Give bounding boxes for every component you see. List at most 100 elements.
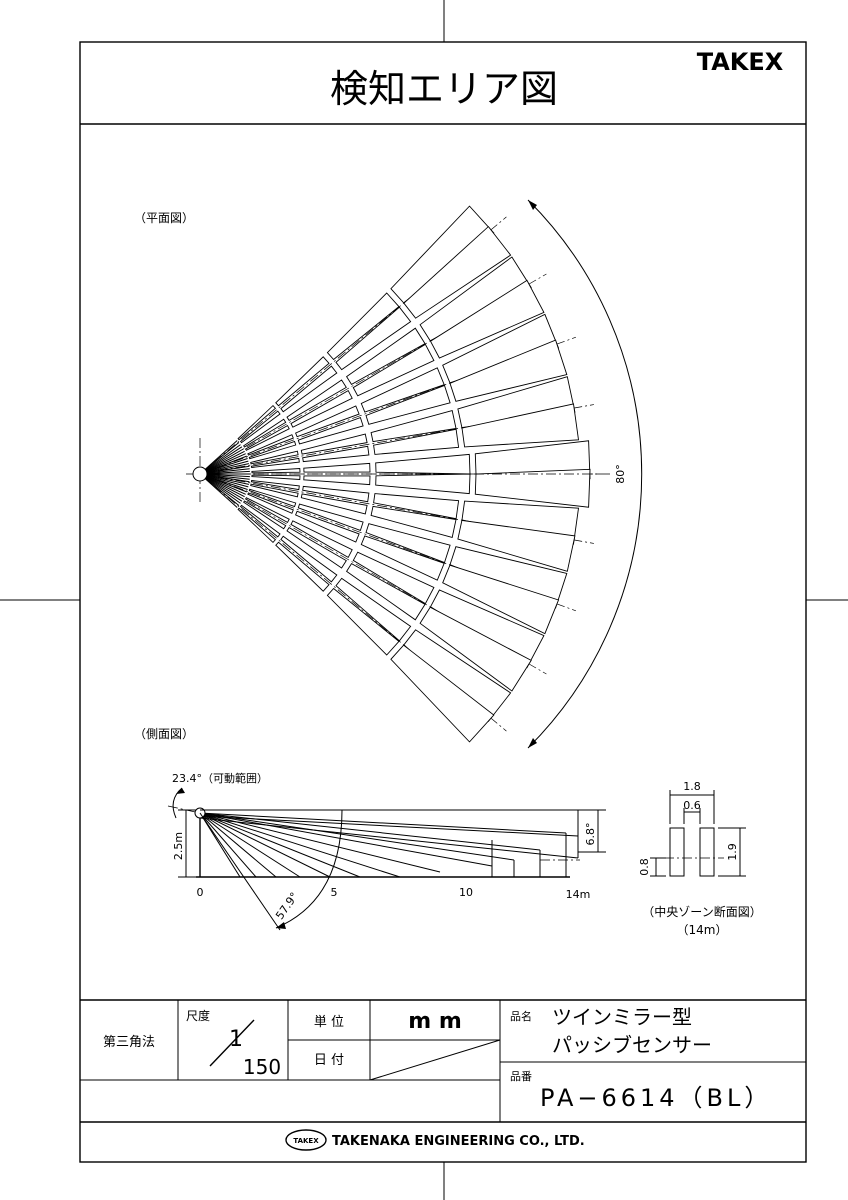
section-height-left: 0.8 (638, 858, 651, 876)
section-view (650, 790, 746, 877)
plan-zone-45 (300, 493, 368, 515)
company-name: TAKENAKA ENGINEERING CO., LTD. (332, 1134, 585, 1149)
mount-height-label: 2.5m (172, 832, 185, 860)
plan-zone-38 (375, 473, 471, 495)
plan-view-angle-label: 80° (614, 464, 627, 484)
unit-value: m m (408, 1009, 462, 1034)
section-width-outer: 1.8 (683, 780, 701, 793)
plan-zone-5 (280, 365, 338, 413)
spread-angle-label: 6.8° (584, 823, 597, 846)
footer-logo-text: TAKEX (293, 1137, 319, 1145)
plan-zone-52 (247, 492, 294, 514)
plan-zone-33 (303, 462, 371, 473)
plan-zone-40 (250, 480, 300, 491)
plan-zone-21 (297, 417, 364, 445)
page-title: 検知エリア図 (330, 67, 558, 111)
plan-zone-66 (335, 577, 412, 642)
plan-zone-56 (244, 497, 290, 524)
axis-tick-14m: 14m (566, 888, 591, 901)
axis-tick-10: 10 (459, 886, 473, 899)
plan-zone-30 (373, 428, 460, 455)
plan-zone-14 (352, 343, 435, 397)
axis-tick-0: 0 (197, 886, 204, 899)
plan-zone-0 (237, 404, 277, 441)
plan-zone-9 (286, 379, 347, 422)
plan-zone-28 (250, 457, 300, 468)
plan-zone-7 (403, 225, 512, 319)
plan-zone-61 (286, 526, 347, 569)
side-ray-7 (199, 812, 331, 878)
plan-zone-22 (365, 384, 451, 425)
spread-angle-dimension (578, 809, 606, 853)
plan-zone-55 (442, 564, 560, 635)
sheet-frame (79, 41, 807, 1163)
plan-zone-34 (375, 453, 471, 475)
side-view-zones (199, 810, 580, 878)
scale-denominator: 150 (243, 1055, 281, 1079)
scale-numerator: 1 (229, 1027, 243, 1052)
plan-zone-50 (365, 523, 451, 564)
plan-zone-44 (250, 483, 299, 498)
side-ray-11 (199, 812, 241, 878)
unit-label: 単 位 (314, 1014, 344, 1030)
plan-zone-62 (345, 562, 426, 621)
part-number-label: 品番 (510, 1070, 532, 1083)
plan-zone-16 (247, 434, 294, 456)
product-name-line1: ツインミラー型 (552, 1005, 692, 1029)
plan-zone-6 (335, 306, 412, 371)
plan-zone-49 (297, 503, 364, 531)
plan-zone-29 (302, 445, 370, 463)
product-name-line2: パッシブセンサー (552, 1033, 712, 1057)
tilt-angle-dimension (199, 809, 343, 931)
axis-tick-5: 5 (331, 886, 338, 899)
plan-zone-64 (239, 504, 281, 538)
side-view-frame (178, 807, 590, 878)
plan-zone-4 (239, 410, 281, 444)
section-caption: （中央ゾーン断面図） (642, 904, 761, 919)
side-ray-3 (199, 812, 493, 867)
plan-zone-69 (275, 541, 330, 592)
plan-zone-48 (248, 488, 297, 508)
side-view-label: （側面図） (134, 727, 194, 741)
plan-zone-58 (352, 551, 435, 605)
side-ray-10 (199, 812, 257, 878)
plan-view-center-axes (186, 438, 612, 505)
side-ray-6 (199, 812, 361, 878)
plan-zone-71 (390, 644, 495, 743)
plan-view-zones (199, 205, 600, 743)
plan-view-label: （平面図） (134, 211, 194, 225)
adjust-range-label: 23.4°（可動範囲） (172, 771, 268, 785)
plan-zone-54 (360, 535, 445, 581)
plan-zone-70 (326, 587, 400, 656)
footer-logo (285, 1129, 327, 1151)
side-ray-8 (199, 812, 301, 878)
projection-method: 第三角法 (103, 1035, 155, 1050)
plan-zone-1 (275, 356, 330, 407)
plan-zone-68 (237, 507, 277, 544)
plan-zone-26 (370, 410, 457, 443)
section-height-right: 1.9 (726, 843, 739, 861)
side-ray-9 (199, 812, 277, 878)
plan-zone-57 (290, 520, 353, 559)
scale-label: 尺度 (186, 1008, 210, 1023)
plan-zone-8 (243, 418, 287, 448)
plan-zone-53 (295, 510, 360, 543)
date-label: 日 付 (314, 1053, 344, 1068)
section-width-inner: 0.6 (683, 799, 701, 812)
section-sub-caption: （14m） (677, 923, 728, 937)
plan-zone-46 (370, 505, 457, 538)
plan-zone-13 (290, 389, 353, 428)
side-ray-5 (199, 812, 401, 878)
plan-zone-2 (326, 292, 400, 361)
side-ray-4 (199, 812, 441, 873)
plan-zone-37 (303, 475, 371, 486)
plan-zone-18 (360, 367, 445, 413)
plan-zone-39 (474, 468, 591, 508)
plan-zone-41 (302, 485, 370, 503)
plan-zone-12 (244, 424, 290, 451)
tilt-angle-label: 57.9° (273, 890, 301, 922)
brand-logo: TAKEX (697, 48, 784, 76)
plan-zone-60 (243, 500, 287, 530)
